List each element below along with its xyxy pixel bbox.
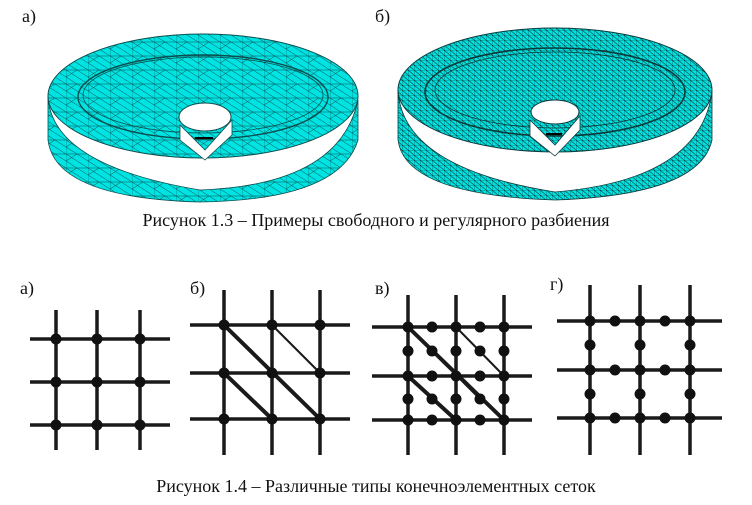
panel-label-a-fig13: а) [22, 6, 36, 26]
panel-label-b-fig13: б) [375, 6, 391, 26]
figure-1-4-caption: Рисунок 1.4 – Различные типы конечноэлем… [156, 476, 596, 496]
nodes-a [50, 333, 146, 431]
panel-label-v-fig14: в) [375, 278, 390, 298]
panel-label-g-fig14: г) [550, 274, 564, 294]
nodes-g [584, 315, 696, 424]
panel-label-b-fig14: б) [190, 278, 206, 298]
regular-mesh-image [397, 27, 713, 201]
panel-label-a-fig14: а) [20, 278, 34, 298]
nodes-b [218, 319, 326, 425]
free-mesh-image [47, 33, 359, 203]
figure-1-3-caption: Рисунок 1.3 – Примеры свободного и регул… [142, 210, 610, 230]
nodes-v [402, 321, 510, 426]
